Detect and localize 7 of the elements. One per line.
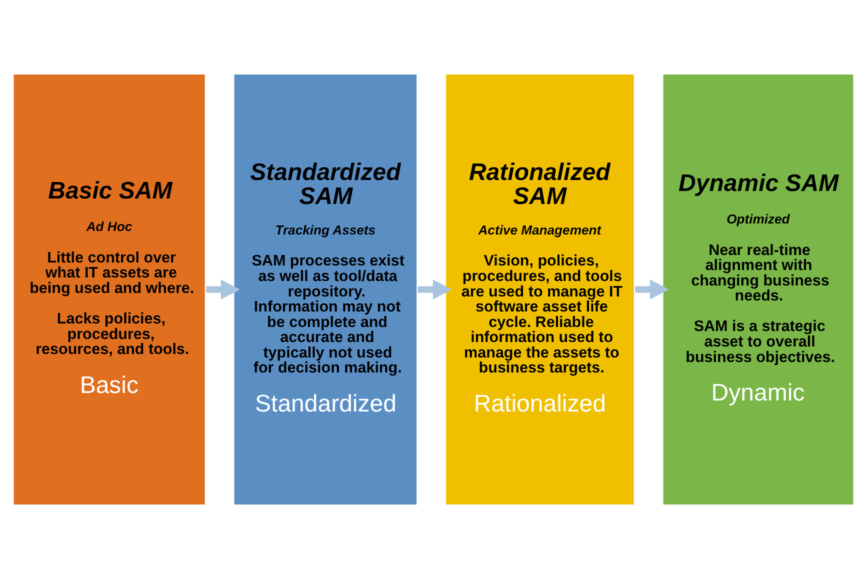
arrow (418, 280, 452, 300)
node-box: Rationalized SAM Active Management Vision, policies, procedures, and tools are used to manage IT software asset life cycle. Reliable information used to manage the assets to business targets. Rationalized (444, 72, 636, 507)
arrow (206, 280, 240, 300)
arrow (635, 280, 669, 300)
node-box: Standardized SAM Tracking Assets SAM processes exist as well as tool/data repository. Information may not be complete and accurate and typically not used for decision making. Standardized (232, 72, 419, 507)
node-box: Dynamic SAM Optimized Near real-time alignment with changing business needs. SAM is a strategic asset to overall business objectives. Dynamic (661, 72, 856, 507)
node-box: Basic SAM Ad Hoc Little control over what IT assets are being used and where. Lacks policies, procedures, resources, and tools. Basic (12, 72, 207, 507)
